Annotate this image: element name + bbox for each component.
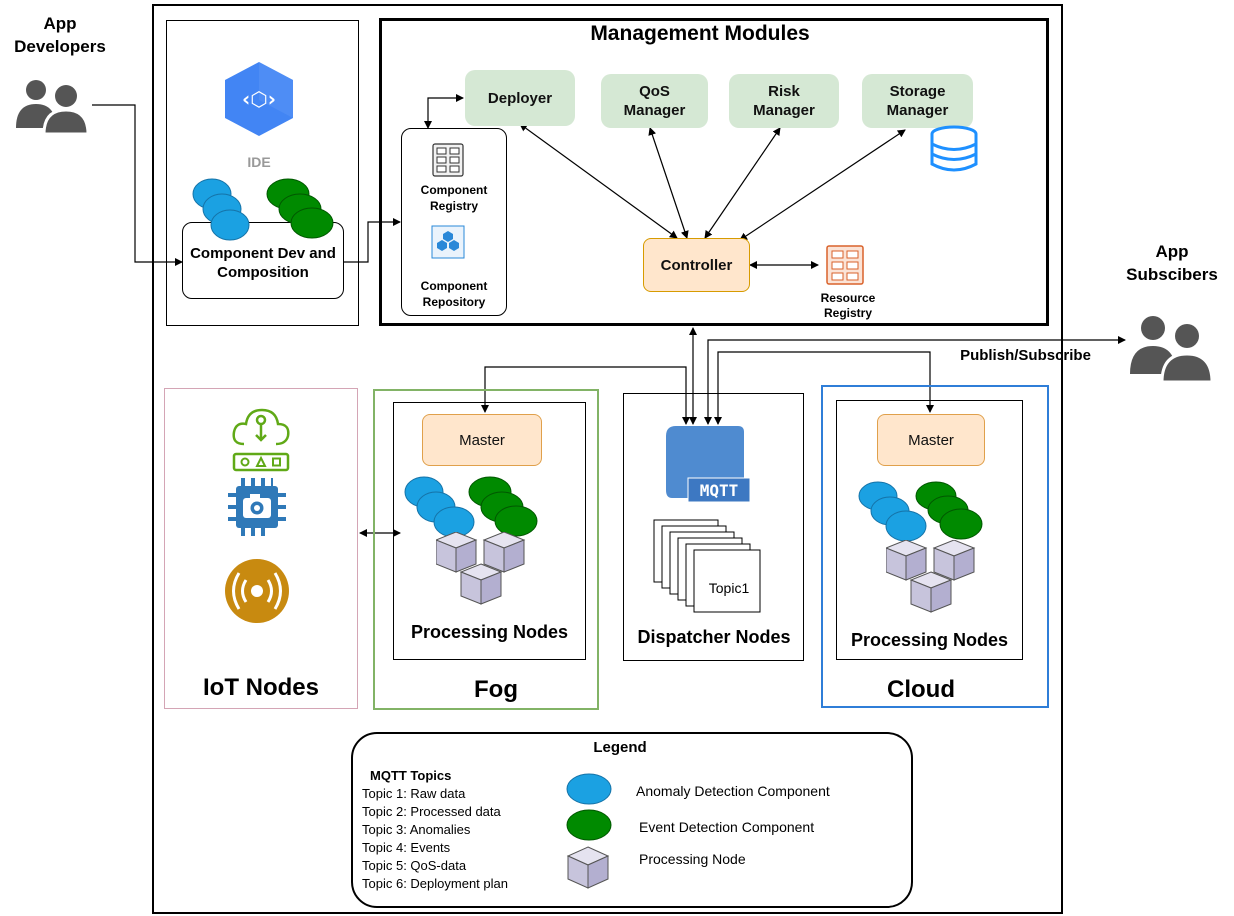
dispatcher-panel [623,393,804,661]
iot-nodes-title: IoT Nodes [202,674,319,701]
cloud-processing-label: Processing Nodes [850,630,1009,650]
event-component-legend-label: Event Detection Component [639,819,815,835]
mqtt-topics-title: MQTT Topics [370,768,452,783]
arrow-subscribers-mqtt [704,336,1126,425]
system-frame [152,4,1063,914]
anomaly-component-legend-label: Anomaly Detection Component [636,783,830,799]
mqtt-label: MQTT [700,481,739,500]
legend-topic: Topic 5: QoS-data [362,858,467,873]
users-icon [16,80,90,134]
event-component-cluster [915,481,983,540]
deployer-module: Deployer [465,70,575,126]
arrow-dev-to-registry [343,218,401,263]
processing-node-legend-label: Processing Node [639,851,746,867]
legend-topic: Topic 4: Events [362,840,451,855]
topic-stack: Topic1 [653,519,761,613]
iot-nodes-panel [164,388,358,709]
processing-nodes-cubes [436,532,526,605]
cloud-master: Master [877,414,985,466]
ide-hexagon-icon: ‹⬡› [225,62,293,136]
cloud-title: Cloud [887,676,955,703]
mqtt-broker-icon: MQTT [666,426,751,503]
database-icon [930,125,978,172]
arrow-registry-deployer [424,94,464,129]
cloud-sensor-icon [232,408,290,472]
cloud-processing-box [836,400,1023,660]
anomaly-component-swatch [566,773,612,805]
management-modules-title: Management Modules [590,22,810,45]
fog-title: Fog [474,676,518,703]
fog-master: Master [422,414,542,466]
arrow-cloud-mqtt [714,351,934,425]
repository-icon [431,225,465,259]
arrow-qos-controller [648,127,689,239]
svg-text:‹⬡›: ‹⬡› [242,87,276,111]
fog-panel [373,389,599,710]
event-component-cluster [266,178,334,239]
publish-subscribe-label: Publish/Subscribe [960,347,1091,364]
legend-topic: Topic 6: Deployment plan [362,876,508,891]
registry-repository-box [401,128,507,316]
legend-topic: Topic 1: Raw data [362,786,466,801]
processing-node-swatch [566,846,610,889]
cloud-panel [821,385,1049,708]
anomaly-component-cluster [404,476,475,538]
anomaly-component-cluster [858,481,927,542]
event-component-cluster [468,476,538,537]
topic-label: Topic1 [709,580,750,596]
legend-panel [351,732,913,908]
server-icon [432,143,464,177]
anomaly-component-cluster [192,178,250,241]
antenna-icon [225,559,289,623]
dispatcher-nodes-title: Dispatcher Nodes [637,627,791,647]
legend-topic: Topic 3: Anomalies [362,822,471,837]
event-component-swatch [566,809,612,841]
controller-module: Controller [643,238,750,292]
legend-title: Legend [593,739,647,756]
users-icon [1130,316,1214,382]
management-modules-panel [379,18,1049,326]
fog-processing-label: Processing Nodes [410,622,569,642]
camera-chip-icon [228,478,286,536]
arrow-developers-to-dev [92,104,183,266]
processing-nodes-cubes [886,540,976,613]
ide-label: IDE [247,154,271,170]
arrow-storage-controller [739,129,906,241]
fog-processing-box [393,402,586,660]
legend-topic: Topic 2: Processed data [362,804,501,819]
resource-server-icon [826,245,864,285]
ide-panel [166,20,359,326]
